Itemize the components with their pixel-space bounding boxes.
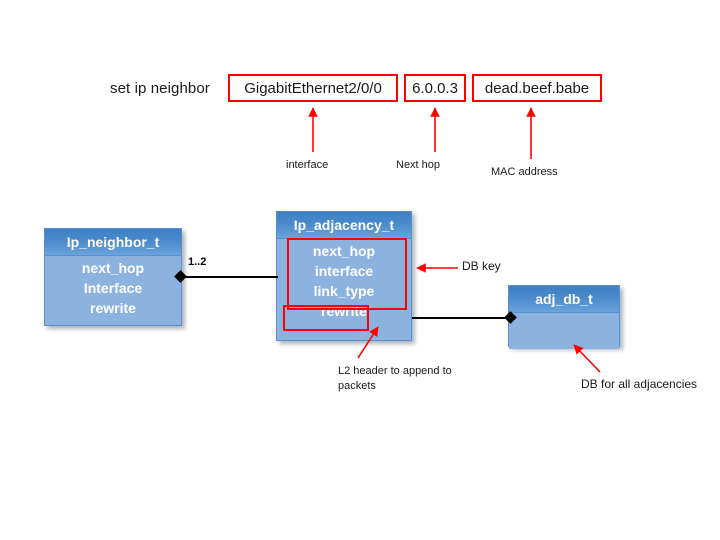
token-box-next-hop: 6.0.0.3 (404, 74, 466, 102)
class-title-ip-neighbor: Ip_neighbor_t (45, 229, 181, 256)
class-field: interface (314, 263, 374, 279)
connector-adjacency-to-adj-db (412, 317, 510, 319)
connector-neighbor-to-adjacency (182, 276, 278, 278)
token-box-mac: dead.beef.babe (472, 74, 602, 102)
class-box-adj-db: adj_db_t (508, 285, 620, 349)
class-body-adj-db (509, 313, 619, 349)
annotation-db-for-all: DB for all adjacencies (581, 377, 698, 391)
class-field: link_type (313, 283, 375, 299)
class-field: rewrite (321, 303, 367, 319)
command-label: set ip neighbor (110, 80, 210, 97)
multiplicity-label: 1..2 (188, 256, 207, 268)
annotation-l2-header: L2 header to append to packets (338, 365, 452, 392)
class-body-ip-adjacency: next_hop interface link_type rewrite (277, 239, 411, 321)
class-field: rewrite (90, 300, 136, 316)
class-box-ip-neighbor: Ip_neighbor_t next_hop Interface rewrite (44, 228, 182, 326)
class-field: next_hop (312, 243, 376, 259)
class-field: Interface (83, 280, 143, 296)
callout-label-mac: MAC address (491, 166, 558, 178)
token-box-interface: GigabitEthernet2/0/0 (228, 74, 398, 102)
class-title-ip-adjacency: Ip_adjacency_t (277, 212, 411, 239)
callout-label-next-hop: Next hop (396, 159, 441, 171)
class-field: next_hop (81, 260, 145, 276)
annotation-db-key: DB key (462, 259, 501, 273)
callout-label-interface: interface (286, 159, 329, 171)
class-box-ip-adjacency: Ip_adjacency_t next_hop interface link_t… (276, 211, 412, 341)
arrow-db-for-all-icon (573, 344, 601, 373)
class-body-ip-neighbor: next_hop Interface rewrite (45, 256, 181, 318)
class-title-adj-db: adj_db_t (509, 286, 619, 313)
